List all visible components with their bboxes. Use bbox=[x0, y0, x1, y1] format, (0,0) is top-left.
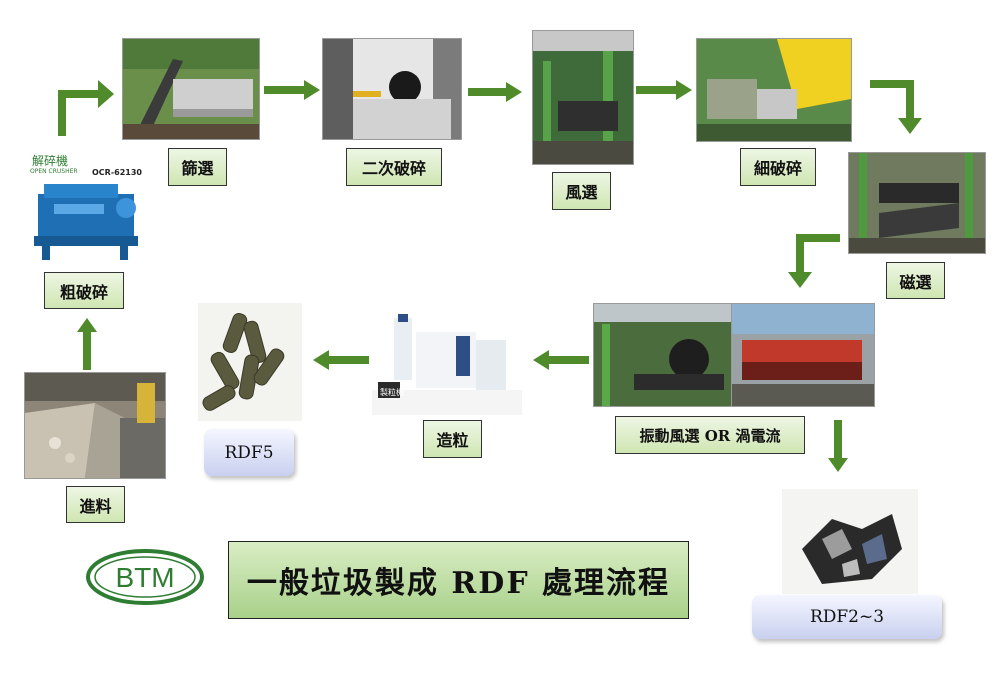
step-label-air-sort: 風選 bbox=[552, 172, 611, 210]
rdf23-shreds-photo bbox=[782, 489, 918, 594]
screening-photo bbox=[122, 38, 260, 140]
step-label-secondary-crush: 二次破碎 bbox=[346, 148, 442, 186]
output-rdf5: RDF5 bbox=[204, 429, 294, 476]
logo-text: BTM bbox=[115, 562, 174, 593]
pellet-machine-sign: 製粒機 bbox=[380, 388, 404, 397]
eddy-current-photo bbox=[731, 303, 875, 407]
secondary-crusher-photo bbox=[322, 38, 462, 140]
arrow-right-icon bbox=[264, 80, 320, 100]
fine-crusher-photo bbox=[696, 38, 852, 142]
arrow-left-icon bbox=[533, 350, 589, 370]
arrow-down-icon bbox=[828, 420, 848, 472]
vibration-sort-photo bbox=[593, 303, 733, 407]
air-sort-photo bbox=[532, 30, 634, 165]
machine-caption-cn: 解碎機 bbox=[32, 154, 69, 168]
pelletizer-photo bbox=[372, 310, 522, 415]
step-label-vibration-or-eddy: 振動風選 OR 渦電流 bbox=[615, 416, 805, 454]
machine-caption-en: OPEN CRUSHER bbox=[30, 168, 78, 175]
arrow-right-icon bbox=[636, 80, 692, 100]
machine-model: OCR-62130 bbox=[92, 168, 142, 177]
step-label-fine-crush: 細破碎 bbox=[740, 148, 816, 186]
page-title: 一般垃圾製成 RDF 處理流程 bbox=[228, 541, 689, 619]
arrow-bend-right-icon bbox=[58, 80, 114, 136]
step-label-magnetic-sort: 磁選 bbox=[886, 262, 945, 299]
btm-logo: BTM bbox=[86, 549, 204, 605]
output-rdf23: RDF2~3 bbox=[752, 595, 942, 639]
arrow-up-icon bbox=[77, 318, 97, 370]
step-label-coarse-crush: 粗破碎 bbox=[44, 272, 124, 309]
step-label-feed: 進料 bbox=[66, 486, 125, 523]
magnetic-sort-photo bbox=[848, 152, 986, 254]
arrow-bend-down-left-icon bbox=[788, 234, 840, 288]
arrow-bend-down-icon bbox=[870, 80, 922, 134]
feed-photo bbox=[24, 372, 166, 479]
arrow-right-icon bbox=[468, 82, 522, 102]
rdf5-pellets-photo bbox=[198, 303, 302, 421]
arrow-left-icon bbox=[313, 350, 369, 370]
coarse-crusher-photo bbox=[24, 148, 150, 266]
step-label-screening: 篩選 bbox=[168, 148, 227, 186]
step-label-pelletize: 造粒 bbox=[423, 420, 482, 458]
